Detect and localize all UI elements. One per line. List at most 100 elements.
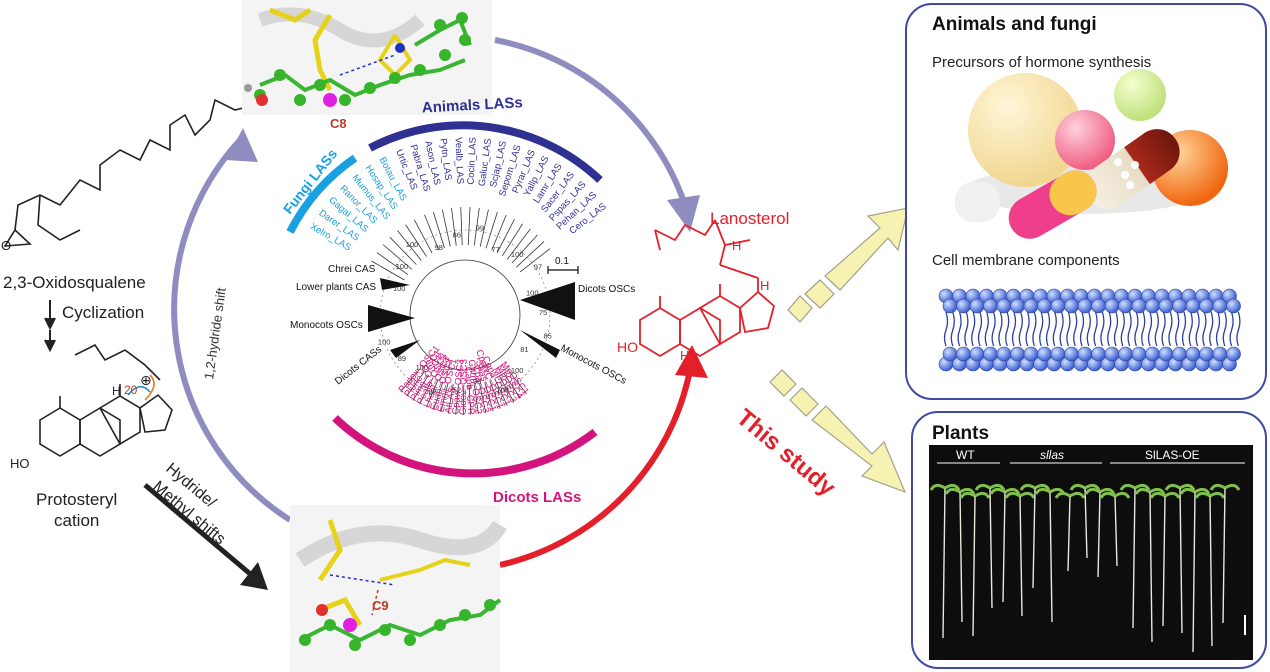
lipid-tail	[1052, 311, 1057, 347]
epoxide-o-label: O	[1, 238, 11, 253]
bootstrap-value: 98	[473, 377, 481, 386]
lipid-head	[969, 346, 985, 362]
seedling-root	[1192, 491, 1196, 653]
seedling-leaf	[1034, 483, 1051, 491]
seedling-leaf	[1034, 487, 1051, 495]
lipid-head	[1064, 346, 1079, 362]
intermediate-label-1: Protosteryl	[36, 490, 117, 509]
lipid-tail	[957, 311, 962, 347]
bootstrap-value: 100	[496, 385, 509, 394]
tree-branch	[462, 384, 465, 415]
seedling-leaf	[944, 487, 961, 495]
lipid-head	[1185, 298, 1201, 314]
lipid-head	[1023, 346, 1039, 362]
seedling-leaf	[1134, 483, 1151, 491]
dicot-leaf-label: Capb_CPR	[463, 367, 477, 416]
bottom-carbon-label: C9	[372, 598, 389, 613]
bootstrap-value: 98	[435, 243, 443, 252]
dicots-osc-triangle	[520, 282, 575, 320]
tree-branch	[502, 223, 523, 257]
plants-title: Plants	[932, 423, 989, 444]
lipid-tail	[991, 311, 996, 347]
bootstrap-value: 100	[511, 366, 524, 375]
seedling-leaf	[1069, 491, 1086, 499]
lipid-head	[1145, 346, 1160, 362]
animal-leaf-label: Pytn_LAS	[437, 138, 453, 181]
lipid-tail	[1236, 311, 1241, 347]
monocots-osc-left-label: Monocots OSCs	[290, 320, 363, 331]
seedling-root	[1179, 487, 1183, 634]
lipid-tail	[1113, 311, 1119, 347]
lipid-tail	[1093, 311, 1098, 347]
seedling-leaf	[1209, 491, 1226, 499]
seedling-leaf	[974, 491, 991, 499]
lipid-tail	[1127, 311, 1132, 347]
tree-branch	[519, 248, 551, 273]
lipid-head	[1118, 298, 1133, 314]
lipid-head	[1131, 298, 1147, 314]
tree-branch	[397, 230, 422, 261]
lipid-tail	[1195, 311, 1200, 347]
animal-leaf-label: Cocin_LAS	[466, 137, 479, 185]
seedling-leaf	[1069, 483, 1086, 491]
lipid-tail	[1120, 311, 1125, 347]
top-enzyme-structure	[242, 0, 492, 115]
lipid-head	[1050, 346, 1066, 362]
seedling-leaf	[1084, 487, 1101, 495]
lower-right-arc-arrowhead	[675, 345, 708, 378]
lipid-head	[1172, 346, 1187, 362]
oxidosqualene-structure	[3, 98, 256, 247]
lower-plants-cas-triangle	[380, 278, 410, 290]
tree-branch	[371, 260, 405, 281]
lipid-head	[1064, 298, 1079, 314]
animal-clade-arc	[368, 121, 603, 183]
tree-branch	[484, 382, 494, 412]
tree-branch	[412, 374, 429, 401]
lanosterol-h-2: H	[760, 278, 769, 293]
seedling-leaf	[1114, 491, 1131, 499]
bootstrap-value: 100	[393, 284, 406, 293]
tree-branch	[491, 214, 507, 251]
seedling-root	[959, 491, 963, 623]
scale-bar	[547, 266, 579, 274]
lanosterol-h-3: H	[680, 348, 689, 363]
lipid-head	[1118, 346, 1133, 362]
lanosterol-h-1: H	[732, 238, 741, 253]
lipid-head	[1010, 346, 1025, 362]
seedling-root	[1132, 487, 1136, 629]
tree-branch	[447, 383, 454, 414]
lipid-head	[1226, 346, 1241, 362]
bootstrap-value: 100	[406, 240, 419, 249]
dicot-leaf-label: Gidov_OSC3	[458, 359, 470, 415]
lipid-tail	[1018, 311, 1023, 347]
lipid-tail	[1188, 311, 1193, 347]
upper-right-arc-arrow	[494, 37, 688, 206]
lower-plants-cas-label: Lower plants CAS	[296, 282, 376, 293]
cation-h-label: H	[112, 384, 121, 398]
seedling-leaf	[959, 487, 976, 495]
lipid-tail	[1141, 311, 1146, 347]
tree-branch	[515, 241, 545, 268]
lipid-tail	[1073, 311, 1078, 347]
tree-branch	[413, 219, 433, 254]
tree-branch	[419, 377, 434, 405]
lipid-head	[969, 298, 985, 314]
tree-branch	[441, 209, 451, 247]
seedling-root	[1032, 487, 1036, 589]
tree-branch	[400, 368, 421, 392]
lipid-head	[1172, 298, 1187, 314]
hydride-shift-label: 1,2-hydride shift	[201, 286, 229, 380]
dicots-cas-triangle	[390, 340, 420, 358]
lipid-tail	[1045, 311, 1051, 347]
monocots-osc-left-triangle	[368, 305, 415, 332]
lipid-tail	[1086, 311, 1091, 347]
lipid-head	[956, 298, 971, 314]
seedling-leaf	[1004, 491, 1021, 499]
lipid-tail	[1134, 311, 1139, 347]
bootstrap-value: 100	[396, 262, 409, 271]
seedling-leaf	[944, 483, 961, 491]
seedling-root	[972, 495, 976, 637]
lipid-head	[1104, 298, 1120, 314]
seedling-leaf	[1084, 483, 1101, 491]
group-wt: WT	[956, 448, 975, 462]
